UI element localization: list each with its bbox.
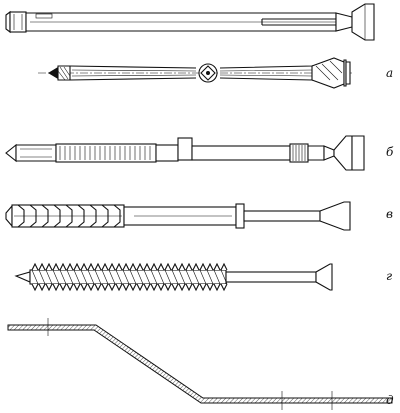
label-g: г xyxy=(386,269,393,283)
screw-g xyxy=(14,262,333,292)
dowel-a-section xyxy=(38,57,352,89)
label-a: а xyxy=(386,66,394,80)
label-v: в xyxy=(386,207,393,221)
dowel-b xyxy=(5,135,365,171)
label-d: д xyxy=(386,393,394,407)
bent-strip-d xyxy=(7,318,393,410)
dowel-v xyxy=(5,201,351,231)
dowel-a-top xyxy=(5,3,375,41)
label-b: б xyxy=(386,145,394,159)
